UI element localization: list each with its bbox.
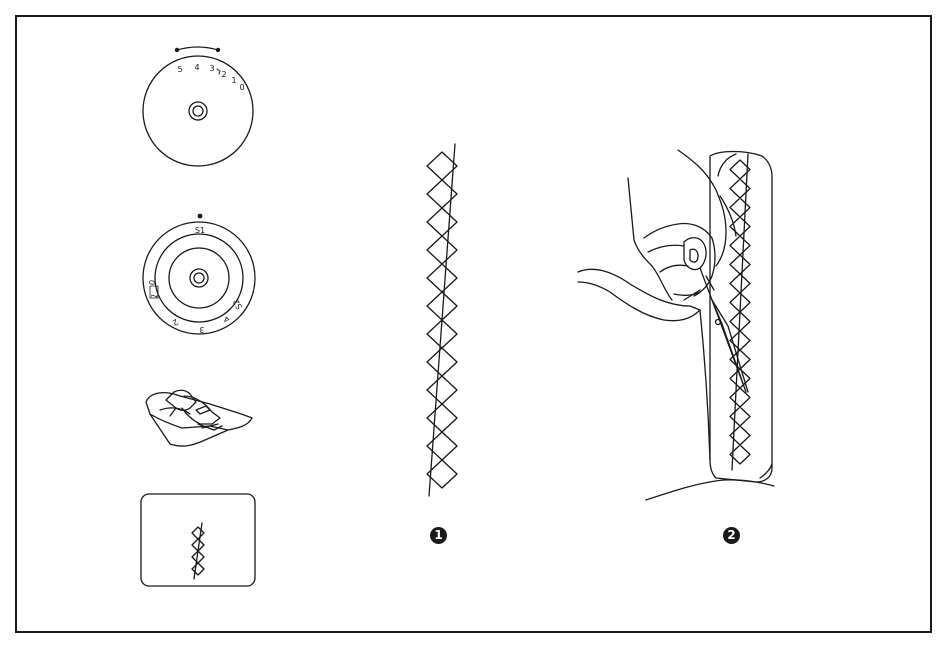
- dial-outer-ring: [143, 222, 255, 334]
- pattern-window: [141, 494, 255, 586]
- stitch-thread-line: [429, 144, 455, 496]
- dial-indicator-arc: [177, 47, 218, 50]
- dial-inner-ring: [169, 248, 229, 308]
- dial-number: S2: [231, 298, 244, 311]
- dial-indicator-dot: [216, 48, 220, 52]
- dial-indicator-dot: [175, 48, 179, 52]
- dial-label-top: S1: [195, 226, 205, 235]
- dial-outer-ring: [143, 56, 253, 166]
- dial-number: 2: [221, 70, 226, 79]
- hand-outline: [628, 178, 672, 300]
- step-number-badge: 2: [723, 527, 740, 544]
- dial-hub: [190, 269, 208, 287]
- dial-hub-inner: [193, 106, 203, 116]
- dial-number: 4: [222, 314, 231, 324]
- pattern-selector-dial: S1 0 1 2 3 4 S2: [143, 214, 255, 334]
- fabric-bottom-line: [646, 480, 774, 500]
- pattern-window-stitch-icon: [192, 523, 204, 579]
- dial-number: 5: [177, 65, 182, 74]
- stitch-thread-line: [194, 523, 202, 579]
- stitch-length-dial: 5 4 3 2 1 0: [143, 47, 253, 166]
- dial-indicator-dot: [198, 214, 203, 219]
- dial-number: 3: [199, 325, 204, 334]
- presser-foot-icon: [146, 390, 252, 446]
- dial-number: 0: [148, 279, 158, 286]
- dial-number: 3: [209, 64, 214, 73]
- dial-number: 0: [239, 83, 244, 92]
- dial-number: 2: [171, 317, 180, 327]
- stitch-thread-line: [732, 154, 748, 470]
- buttonhole-mark-icon: [217, 69, 220, 74]
- scissors-handle: [684, 238, 706, 270]
- dial-number: 4: [194, 63, 199, 72]
- dial-middle-ring: [155, 234, 243, 322]
- dial-number: 1: [231, 76, 236, 85]
- dial-hub: [189, 102, 207, 120]
- step-number-badge: 1: [430, 527, 447, 544]
- stitch-sample-1: [427, 144, 457, 496]
- dial-hub-inner: [194, 273, 204, 283]
- fabric-stitch-pattern: [730, 154, 750, 470]
